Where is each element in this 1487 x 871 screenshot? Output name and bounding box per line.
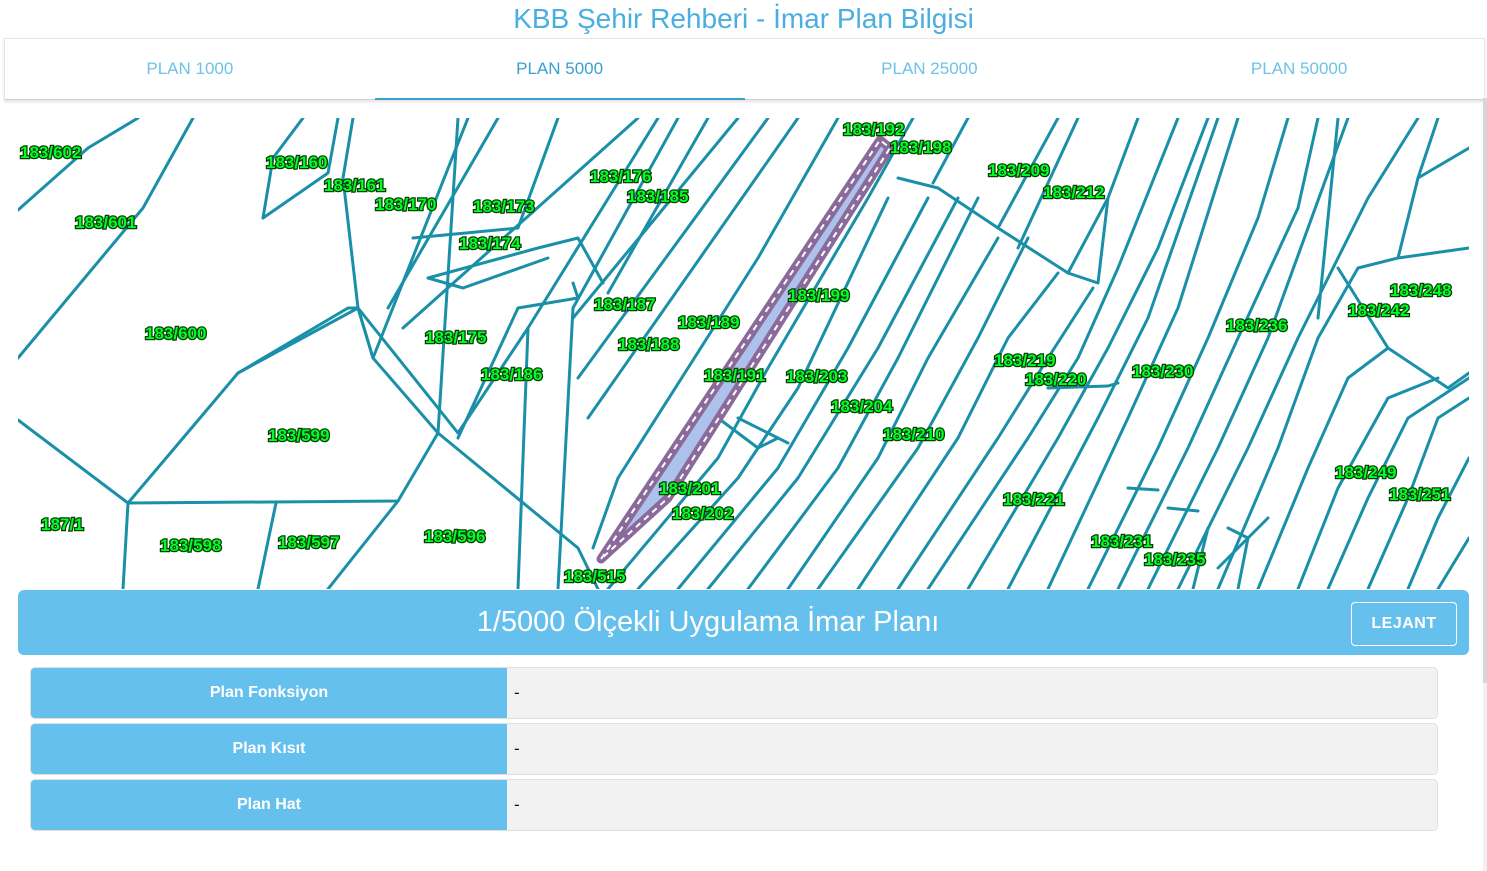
parcel-label: 183/209	[988, 161, 1049, 180]
plan-restriction-value: -	[507, 724, 1437, 774]
parcel-label: 183/212	[1043, 183, 1104, 202]
plan-function-label: Plan Fonksiyon	[31, 668, 507, 718]
parcel-label: 183/161	[324, 176, 385, 195]
plan-title: 1/5000 Ölçekli Uygulama İmar Planı	[476, 606, 940, 638]
parcel-boundaries	[18, 118, 1469, 589]
parcel-label: 183/210	[883, 425, 944, 444]
page-title: KBB Şehir Rehberi - İmar Plan Bilgisi	[513, 3, 974, 34]
parcel-label: 187/1	[41, 515, 84, 534]
parcel-label: 183/602	[20, 143, 81, 162]
parcel-label: 183/170	[375, 195, 436, 214]
parcel-label: 183/198	[890, 138, 951, 157]
parcel-label: 183/248	[1390, 281, 1451, 300]
parcel-label: 183/598	[160, 536, 221, 555]
parcel-label: 183/188	[618, 335, 679, 354]
parcel-label: 183/186	[481, 365, 542, 384]
parcel-label: 183/191	[704, 366, 765, 385]
legend-button[interactable]: LEJANT	[1351, 602, 1457, 646]
plan-info-table: Plan Fonksiyon - Plan Kısıt - Plan Hat -	[30, 667, 1438, 835]
parcel-label: 183/204	[831, 397, 893, 416]
parcel-label: 183/202	[672, 504, 733, 523]
parcel-label: 183/220	[1025, 370, 1086, 389]
parcel-label: 183/249	[1335, 463, 1396, 482]
tab-plan-5000[interactable]: PLAN 5000	[374, 39, 745, 100]
tab-plan-25000[interactable]: PLAN 25000	[881, 59, 978, 78]
plan-header: 1/5000 Ölçekli Uygulama İmar Planı LEJAN…	[18, 590, 1469, 655]
plan-function-value: -	[507, 668, 1437, 718]
table-row: Plan Fonksiyon -	[30, 667, 1438, 719]
parcel-label: 183/596	[424, 527, 485, 546]
parcel-label: 183/601	[75, 213, 136, 232]
plan-line-value: -	[507, 780, 1437, 830]
parcel-label: 183/192	[843, 120, 904, 139]
selected-parcel[interactable]	[596, 135, 895, 564]
parcel-label: 183/201	[659, 479, 720, 498]
parcel-label: 183/600	[145, 324, 206, 343]
tab-plan-50000[interactable]: PLAN 50000	[1250, 59, 1348, 78]
scrollbar-thumb[interactable]	[1483, 98, 1487, 683]
parcel-label: 183/174	[459, 234, 521, 253]
table-row: Plan Kısıt -	[30, 723, 1438, 775]
parcel-label: 183/599	[268, 426, 329, 445]
parcel-label: 183/187	[594, 295, 655, 314]
parcel-label: 183/175	[425, 328, 486, 347]
parcel-label: 183/231	[1091, 532, 1152, 551]
parcel-label: 183/597	[278, 533, 339, 552]
parcel-label: 183/242	[1348, 301, 1409, 320]
parcel-label: 183/230	[1132, 362, 1193, 381]
parcel-label: 183/236	[1226, 316, 1287, 335]
table-row: Plan Hat -	[30, 779, 1438, 831]
parcel-label: 183/189	[678, 313, 739, 332]
parcel-label: 183/203	[786, 367, 847, 386]
parcel-label: 183/176	[590, 167, 651, 186]
plan-restriction-label: Plan Kısıt	[31, 724, 507, 774]
parcel-label: 183/251	[1389, 485, 1450, 504]
parcel-label: 183/235	[1144, 550, 1205, 569]
parcel-label: 183/185	[627, 187, 688, 206]
scrollbar-track[interactable]	[1483, 683, 1487, 871]
parcel-label: 183/515	[564, 567, 625, 586]
plan-scale-tabs: PLAN 1000 PLAN 5000 PLAN 25000 PLAN 5000…	[4, 38, 1485, 100]
parcel-label: 183/173	[473, 197, 534, 216]
parcel-label: 183/219	[994, 351, 1055, 370]
plan-line-label: Plan Hat	[31, 780, 507, 830]
tab-plan-1000[interactable]: PLAN 1000	[146, 59, 234, 78]
parcel-label: 183/160	[266, 153, 327, 172]
parcel-label: 183/199	[788, 286, 849, 305]
parcel-label: 183/221	[1003, 490, 1064, 509]
